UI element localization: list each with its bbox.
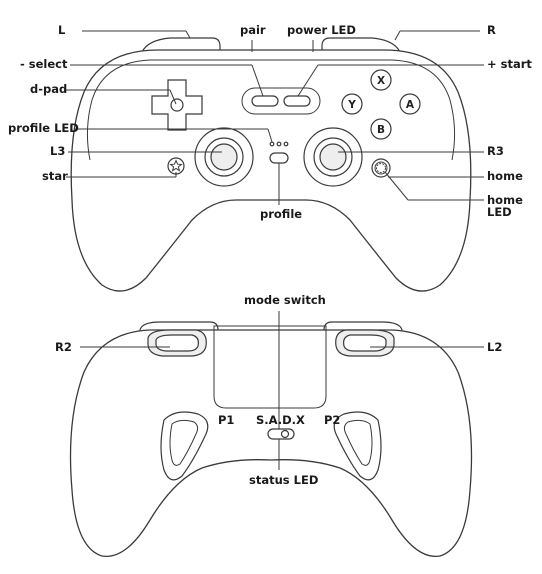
- front-faceplate: [86, 59, 456, 161]
- button-x: [370, 69, 392, 91]
- label-l: L: [58, 23, 66, 37]
- label-dpad: d-pad: [30, 82, 68, 96]
- bumper-l: [141, 37, 221, 53]
- label-r: R: [487, 23, 496, 37]
- select-start-recess: [241, 87, 321, 115]
- right-stick-cap: [319, 143, 347, 171]
- left-stick-cap: [210, 143, 238, 171]
- label-home-led-1: home: [487, 193, 523, 207]
- back-view: [69, 311, 484, 557]
- label-pair: pair: [240, 23, 266, 37]
- select-button: [251, 95, 279, 107]
- label-home-led-2: LED: [487, 205, 512, 219]
- mode-switch-knob: [280, 429, 290, 439]
- button-y: [341, 93, 363, 115]
- label-status-led: status LED: [249, 473, 319, 487]
- paddle-p1: [160, 411, 209, 481]
- paddle-p1-inner: [169, 419, 199, 466]
- line-dpad-b: [169, 89, 177, 105]
- label-profile: profile: [260, 207, 303, 221]
- star-icon: [169, 159, 183, 172]
- label-p2: P2: [324, 413, 341, 427]
- trigger-r2-inner: [155, 334, 199, 352]
- line-l-b: [185, 30, 191, 39]
- bumper-r: [321, 37, 401, 53]
- label-home: home: [487, 169, 523, 183]
- button-b: [370, 118, 392, 140]
- label-r2: R2: [55, 340, 72, 354]
- profile-led-3: [283, 141, 289, 147]
- button-b-label: B: [377, 124, 385, 136]
- button-y-label: Y: [347, 99, 356, 111]
- label-start: + start: [487, 57, 532, 71]
- label-star: star: [42, 169, 68, 183]
- label-mode-switch: mode switch: [244, 293, 326, 307]
- line-profile-led-b: [267, 128, 273, 143]
- label-select: - select: [20, 57, 68, 71]
- button-x-label: X: [377, 75, 385, 87]
- paddle-p2-inner: [343, 419, 373, 466]
- home-gear-icon: [376, 163, 386, 173]
- start-button: [283, 95, 311, 107]
- back-body: [69, 329, 473, 557]
- profile-button: [269, 152, 289, 164]
- line-home-led: [384, 171, 409, 201]
- button-a: [399, 93, 421, 115]
- label-power-led: power LED: [287, 23, 356, 37]
- line-r-b: [394, 30, 401, 41]
- back-center-panel: [213, 325, 327, 409]
- home-led-ring: [374, 161, 388, 175]
- label-p1: P1: [218, 413, 235, 427]
- paddle-p2: [333, 411, 382, 481]
- button-a-label: A: [406, 99, 415, 111]
- trigger-l2-inner: [343, 334, 387, 352]
- dpad-center: [170, 98, 184, 112]
- front-view: X Y A B: [64, 30, 484, 292]
- label-sadx: S.A.D.X: [256, 413, 305, 427]
- line-select-b: [251, 64, 264, 97]
- profile-led-1: [269, 141, 275, 147]
- label-r3: R3: [487, 144, 504, 158]
- front-body: [70, 49, 472, 292]
- label-profile-led: profile LED: [8, 121, 79, 135]
- profile-led-2: [276, 141, 282, 147]
- line-start-b: [297, 64, 319, 97]
- label-l2: L2: [487, 340, 503, 354]
- label-l3: L3: [50, 144, 66, 158]
